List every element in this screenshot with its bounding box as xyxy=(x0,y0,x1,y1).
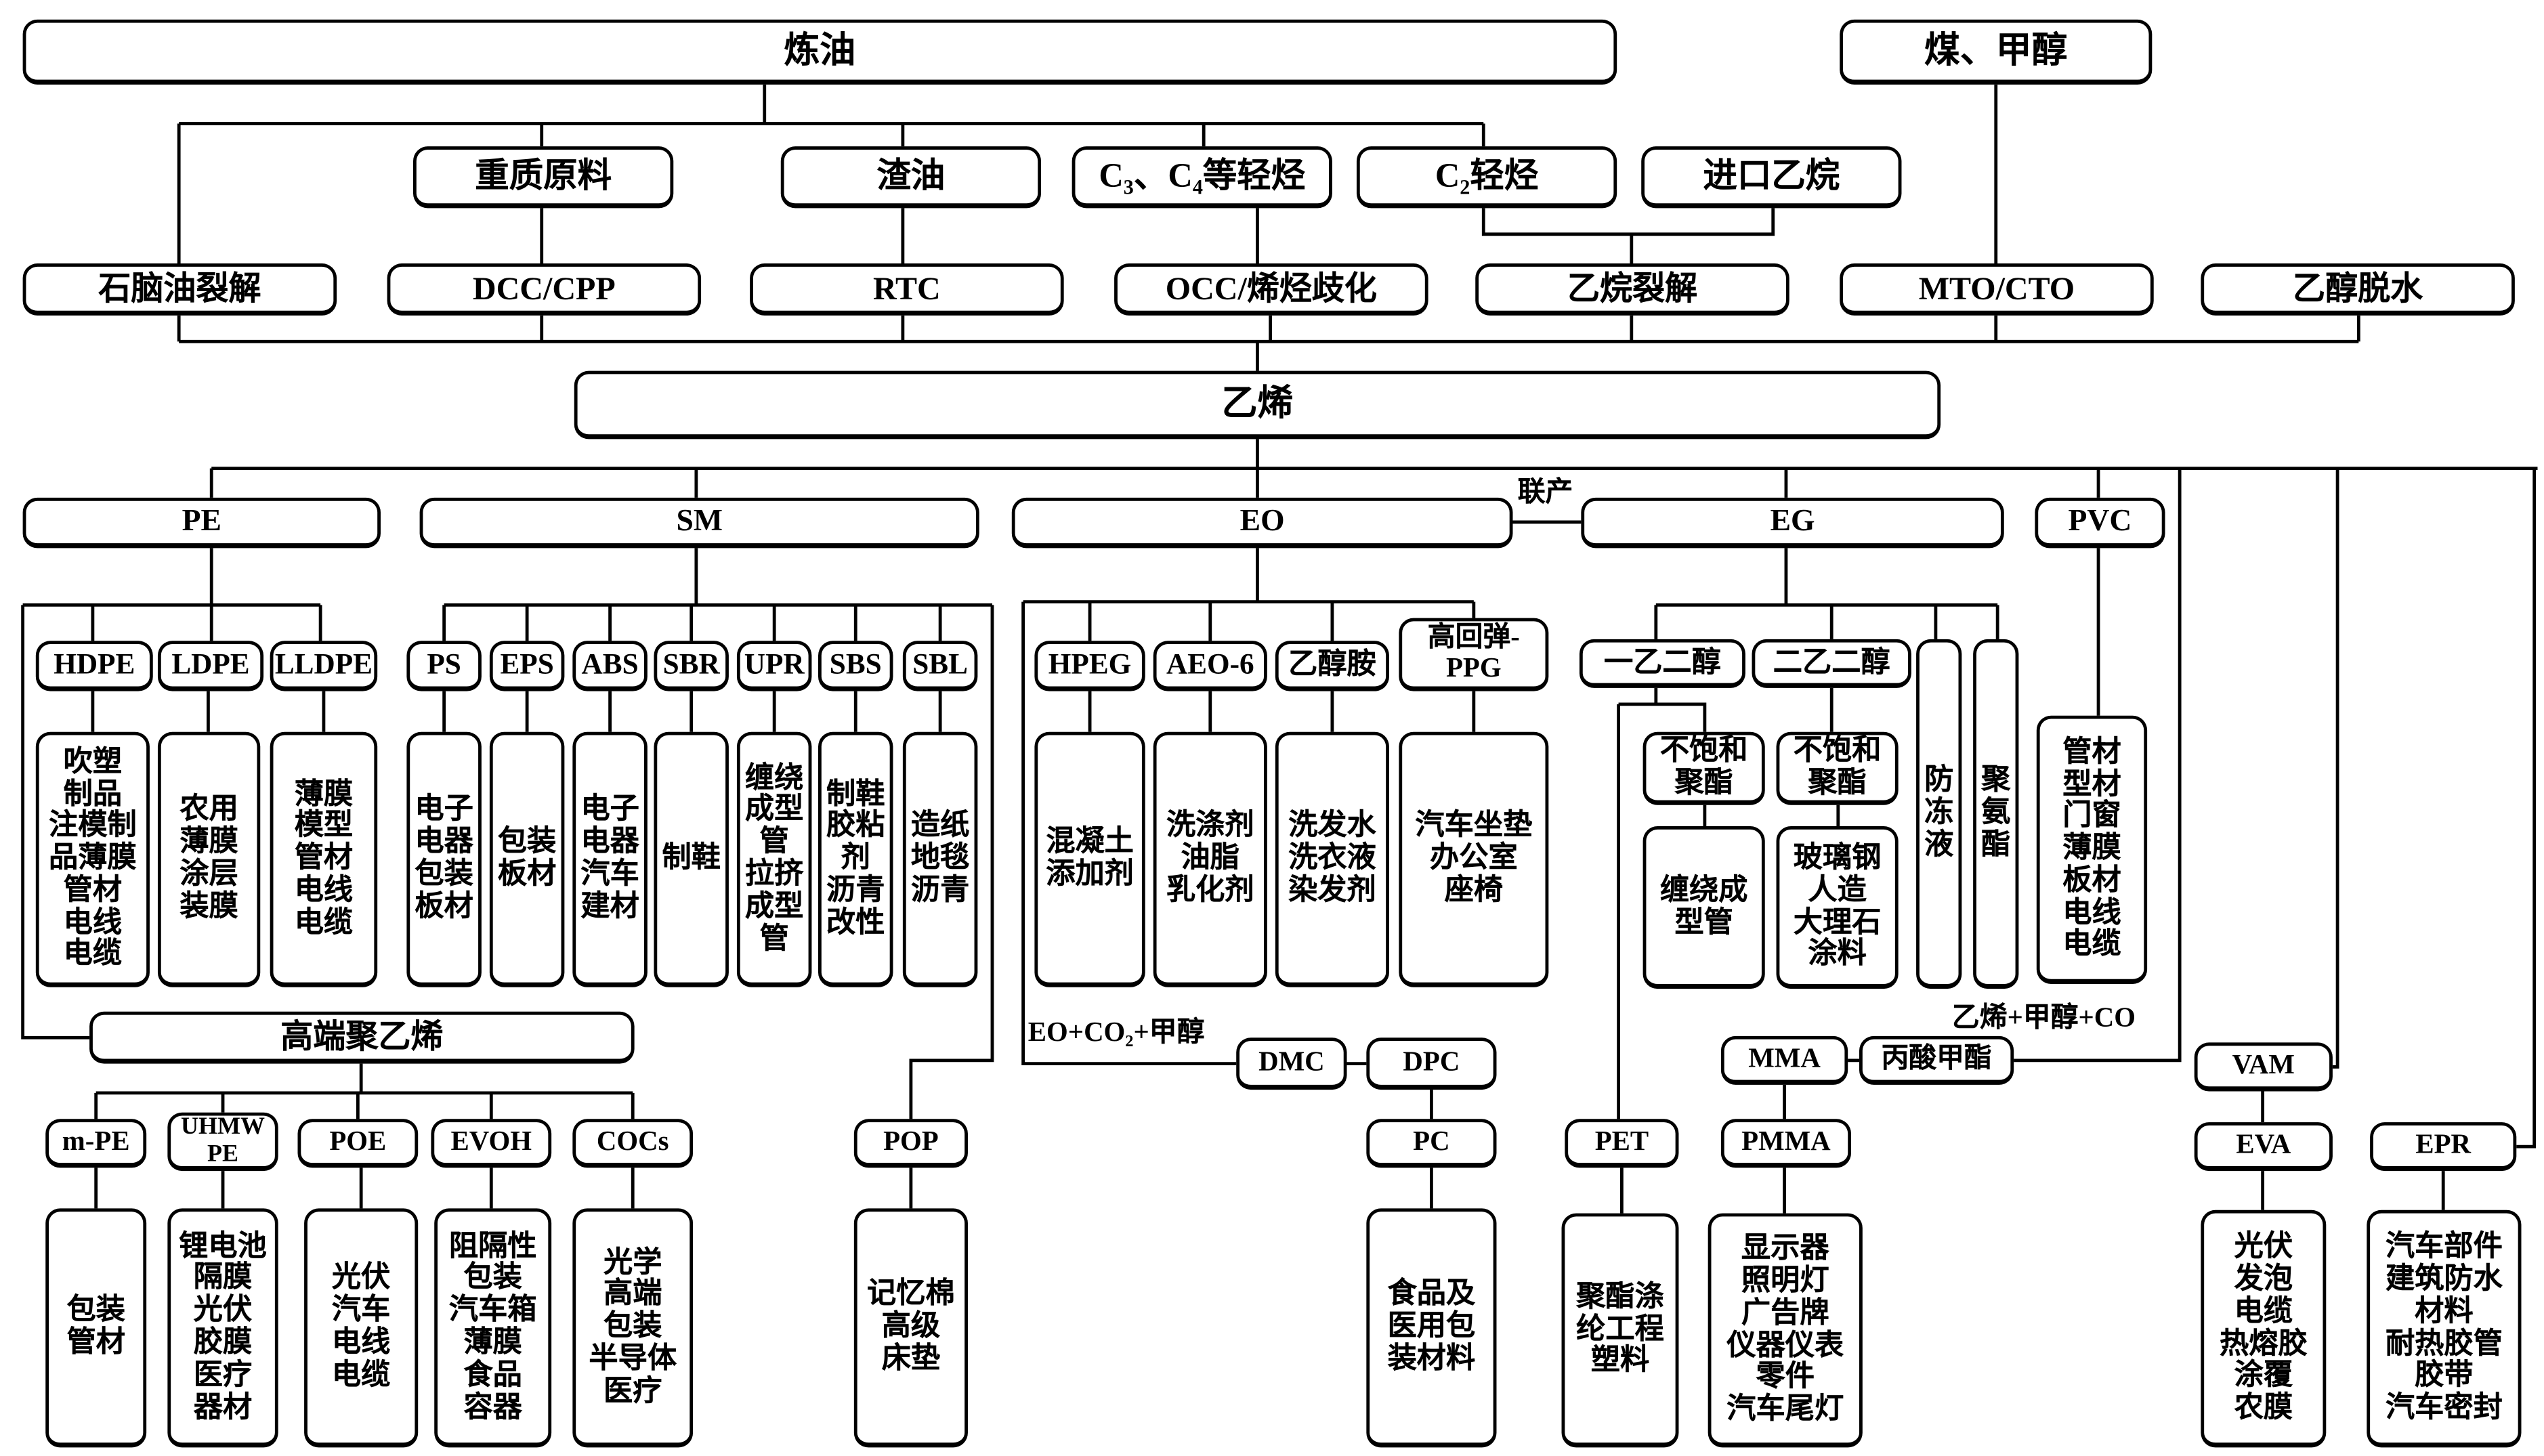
connector-line xyxy=(1021,601,1237,1066)
node-uhmwpe: UHMW PE xyxy=(167,1112,278,1172)
node-pop: POP xyxy=(853,1119,968,1168)
node-hpeg: HPEG xyxy=(1034,641,1145,691)
node-eg: EG xyxy=(1581,497,2004,549)
node-residue: 渣油 xyxy=(780,146,1042,209)
node-dcc-cpp: DCC/CPP xyxy=(387,263,702,316)
node-meg: 一乙二醇 xyxy=(1579,639,1745,688)
node-evoh-app: 阻隔性 包装 汽车箱 薄膜 食品 容器 xyxy=(434,1208,552,1448)
node-eva: EVA xyxy=(2194,1122,2333,1172)
node-sbl-app: 造纸 地毯 沥青 xyxy=(902,731,978,987)
node-hdpe: HDPE xyxy=(35,641,153,691)
connector-line xyxy=(2332,468,2339,1069)
node-ppg-app: 汽车坐垫 办公室 座椅 xyxy=(1399,731,1549,987)
node-poe: POE xyxy=(297,1119,419,1168)
node-eva-app: 光伏 发泡 电缆 热熔胶 涂覆 农膜 xyxy=(2201,1209,2327,1448)
connector-line xyxy=(2516,468,2537,1149)
node-poe-app: 光伏 汽车 电线 电缆 xyxy=(304,1208,419,1448)
node-ps: PS xyxy=(406,641,482,691)
node-sbs: SBS xyxy=(818,641,893,691)
ethylene-methanol-co-label: 乙烯+甲醇+CO xyxy=(1951,1002,2136,1033)
node-heavy-feed: 重质原料 xyxy=(413,146,674,209)
node-eps: EPS xyxy=(489,641,565,691)
node-sm: SM xyxy=(419,497,979,549)
node-mpe: m-PE xyxy=(45,1119,147,1168)
node-dmc: DMC xyxy=(1236,1037,1347,1090)
node-polyurethane: 聚 氨 酯 xyxy=(1973,639,2019,989)
node-deg: 二乙二醇 xyxy=(1752,639,1911,688)
node-naphtha-cracking: 石脑油裂解 xyxy=(22,263,337,316)
node-upe2: 不饱和 聚酯 xyxy=(1776,731,1899,805)
node-ldpe: LDPE xyxy=(157,641,264,691)
connector-line xyxy=(2014,468,2182,1063)
node-uhmwpe-app: 锂电池 隔膜 光伏 胶膜 医疗 器材 xyxy=(167,1208,278,1448)
node-mto-cto: MTO/CTO xyxy=(1840,263,2154,316)
node-refining: 炼油 xyxy=(22,19,1617,85)
node-sbr-app: 制鞋 xyxy=(654,731,729,987)
node-c3c4: C₃、C₄等轻烃 xyxy=(1072,146,1332,209)
node-occ: OCC/烯烃歧化 xyxy=(1114,263,1428,316)
node-pmma-app: 显示器 照明灯 广告牌 仪器仪表 零件 汽车尾灯 xyxy=(1708,1213,1863,1448)
node-lldpe: LLDPE xyxy=(270,641,378,691)
node-c2: C₂轻烃 xyxy=(1356,146,1617,209)
node-ethanolamine-app: 洗发水 洗衣液 染发剂 xyxy=(1275,731,1389,987)
node-cocs-app: 光学 高端 包装 半导体 医疗 xyxy=(572,1208,694,1448)
node-mma: MMA xyxy=(1720,1035,1848,1085)
node-sbr: SBR xyxy=(654,641,729,691)
connector-line xyxy=(1481,208,1775,236)
node-sbl: SBL xyxy=(902,641,978,691)
node-methyl-propionate: 丙酸甲酯 xyxy=(1859,1035,2014,1085)
node-aeo6: AEO-6 xyxy=(1153,641,1267,691)
node-vam: VAM xyxy=(2194,1042,2333,1092)
node-mpe-app: 包装 管材 xyxy=(45,1208,147,1448)
node-hdpe-app: 吹塑 制品 注模制 品薄膜 管材 电线 电缆 xyxy=(35,731,150,987)
node-ps-app: 电子 电器 包装 板材 xyxy=(406,731,482,987)
connector-line xyxy=(1618,702,1707,732)
node-ethanol-dehydration: 乙醇脱水 xyxy=(2201,263,2515,316)
node-ldpe-app: 农用 薄膜 涂层 装膜 xyxy=(157,731,261,987)
node-evoh: EVOH xyxy=(431,1119,552,1168)
node-pet: PET xyxy=(1565,1119,1679,1168)
node-ethanolamine: 乙醇胺 xyxy=(1275,641,1389,691)
node-epr-app: 汽车部件 建筑防水 材料 耐热胶管 胶带 汽车密封 xyxy=(2367,1209,2522,1448)
eo-co2-methanol-label: EO+CO₂+甲醇 xyxy=(1027,1016,1205,1048)
connector-line xyxy=(21,605,90,1040)
node-pe: PE xyxy=(22,497,381,549)
node-ethane-cracking: 乙烷裂解 xyxy=(1475,263,1789,316)
node-cocs: COCs xyxy=(572,1119,694,1168)
node-pmma: PMMA xyxy=(1720,1119,1852,1168)
node-hpeg-app: 混凝土 添加剂 xyxy=(1034,731,1145,987)
node-pet-app: 聚酯涤 纶工程 塑料 xyxy=(1561,1213,1679,1448)
node-antifreeze: 防 冻 液 xyxy=(1916,639,1962,989)
node-pvc: PVC xyxy=(2035,497,2165,549)
connector-line xyxy=(909,605,994,1119)
node-sbs-app: 制鞋 胶粘 剂 沥青 改性 xyxy=(818,731,893,987)
node-dpc: DPC xyxy=(1366,1037,1497,1090)
node-ethylene: 乙烯 xyxy=(574,370,1941,440)
node-high-end-pe: 高端聚乙烯 xyxy=(89,1011,635,1064)
node-epr: EPR xyxy=(2370,1122,2517,1172)
node-upe2-app: 玻璃钢 人造 大理石 涂料 xyxy=(1776,826,1899,989)
node-eps-app: 包装 板材 xyxy=(489,731,565,987)
node-ppg: 高回弹- PPG xyxy=(1399,618,1549,691)
node-coal-methanol: 煤、甲醇 xyxy=(1840,19,2153,85)
node-pvc-app: 管材 型材 门窗 薄膜 板材 电线 电缆 xyxy=(2036,715,2148,984)
node-pop-app: 记忆棉 高级 床垫 xyxy=(853,1208,968,1448)
node-upe1-app: 缠绕成 型管 xyxy=(1642,826,1765,989)
node-lldpe-app: 薄膜 模型 管材 电线 电缆 xyxy=(270,731,378,987)
node-abs: ABS xyxy=(572,641,648,691)
coproduction-label: 联产 xyxy=(1517,476,1573,508)
node-upe1: 不饱和 聚酯 xyxy=(1642,731,1765,805)
node-pc: PC xyxy=(1366,1119,1497,1168)
node-upr-app: 缠绕 成型 管 拉挤 成型 管 xyxy=(736,731,812,987)
node-pc-app: 食品及 医用包 装材料 xyxy=(1366,1208,1497,1448)
node-rtc: RTC xyxy=(750,263,1064,316)
node-eo: EO xyxy=(1011,497,1513,549)
node-aeo6-app: 洗涤剂 油脂 乳化剂 xyxy=(1153,731,1267,987)
node-upr: UPR xyxy=(736,641,812,691)
node-import-ethane: 进口乙烷 xyxy=(1641,146,1902,209)
node-abs-app: 电子 电器 汽车 建材 xyxy=(572,731,648,987)
